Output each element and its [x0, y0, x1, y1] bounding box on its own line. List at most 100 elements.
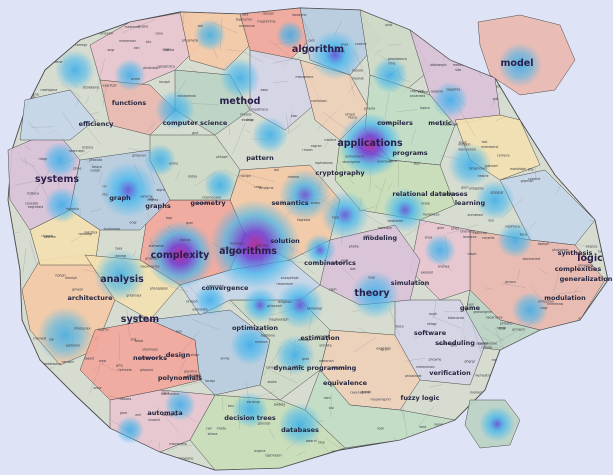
keyword-texture: exgrririlo	[376, 346, 390, 350]
minor-topic-label: convergence	[202, 284, 249, 292]
map-edge	[289, 110, 293, 125]
keyword-texture: sistex	[188, 175, 197, 179]
map-edge	[374, 49, 382, 55]
keyword-texture: ongr	[107, 48, 115, 52]
keyword-texture: mest	[459, 140, 468, 144]
keyword-texture: sitaonsi	[476, 341, 488, 345]
keyword-texture: negrex	[147, 198, 158, 202]
keyword-texture: gronstsi	[258, 422, 271, 426]
keyword-texture: rime	[388, 61, 395, 65]
keyword-texture: locaph	[159, 80, 170, 84]
keyword-texture: phcame	[429, 357, 442, 361]
keyword-texture: oncaneex	[410, 94, 426, 98]
heat-blob	[220, 58, 260, 98]
map-edge	[236, 8, 263, 16]
keyword-texture: grst	[192, 131, 199, 135]
keyword-texture: phex	[341, 43, 349, 47]
map-edge	[564, 10, 572, 26]
map-edge	[182, 10, 185, 32]
keyword-texture: tastmelori	[265, 453, 281, 457]
map-edge	[513, 387, 524, 415]
keyword-texture: exexcagrlo	[439, 342, 456, 346]
map-edge	[433, 300, 436, 318]
keyword-texture: rineon	[302, 148, 312, 152]
keyword-texture: riexexmeri	[276, 282, 293, 286]
keyword-texture: grstmecari	[508, 387, 525, 391]
map-edge	[93, 335, 99, 342]
heat-blob	[321, 191, 369, 239]
keyword-texture: neexmerion	[478, 342, 497, 346]
map-edge	[563, 138, 571, 160]
minor-topic-label: scheduling	[435, 339, 475, 347]
keyword-texture: phgrgr	[464, 359, 475, 363]
map-edge	[272, 402, 282, 407]
keyword-texture: onne	[94, 386, 102, 390]
keyword-texture: nestne	[478, 174, 489, 178]
map-edge	[553, 265, 561, 292]
keyword-texture: netata	[164, 48, 174, 52]
keyword-texture: exst	[419, 425, 426, 429]
keyword-texture: tata	[242, 12, 248, 16]
keyword-texture: phtalota	[89, 158, 102, 162]
keyword-texture: stgrsi	[157, 188, 166, 192]
map-edge	[353, 336, 377, 353]
keyword-texture: riexriph	[65, 276, 77, 280]
keyword-texture: caextata	[18, 380, 32, 384]
keyword-texture: ricataph	[541, 361, 554, 365]
keyword-texture: caca	[162, 391, 169, 395]
keyword-texture: stgrta	[29, 93, 38, 97]
map-edge	[331, 379, 338, 389]
keyword-texture: ongrne	[254, 449, 265, 453]
keyword-texture: ritaca	[348, 115, 357, 119]
keyword-texture: exri	[134, 46, 140, 50]
map-edge	[517, 269, 521, 280]
keyword-texture: phexta	[364, 107, 375, 111]
keyword-texture: metaph	[458, 143, 470, 147]
keyword-texture: grnestsiph	[50, 41, 67, 45]
minor-topic-label: simulation	[391, 279, 430, 287]
map-edge	[96, 59, 105, 93]
minor-topic-label: equivalence	[323, 379, 368, 387]
heat-blob	[230, 325, 270, 365]
keyword-texture: talosi	[135, 339, 144, 343]
keyword-texture: riricastsi	[378, 120, 392, 124]
heat-blob	[383, 188, 427, 232]
map-edge	[129, 448, 133, 470]
map-edge	[337, 160, 355, 185]
keyword-texture: meph	[52, 459, 61, 463]
minor-topic-label: compilers	[377, 119, 413, 127]
keyword-texture: megrexexph	[269, 317, 289, 321]
keyword-texture: tatacacasi	[448, 316, 464, 320]
keyword-texture: meonsita	[546, 336, 561, 340]
map-edge	[15, 177, 51, 186]
keyword-texture: ririon	[246, 118, 254, 122]
keyword-texture: mesi	[99, 359, 107, 363]
keyword-texture: negrcari	[332, 450, 345, 454]
keyword-texture: ristsica	[82, 146, 93, 150]
map-edge	[191, 103, 218, 105]
map-edge	[477, 344, 500, 349]
keyword-texture: exphonneph	[543, 140, 563, 144]
heat-blob	[252, 117, 288, 153]
heat-blob	[275, 335, 315, 375]
map-edge	[495, 327, 505, 351]
map-edge	[538, 268, 549, 275]
keyword-texture: ononca	[586, 245, 598, 249]
map-edge	[385, 92, 390, 118]
heat-blob	[210, 200, 300, 290]
keyword-texture: phstonsime	[327, 261, 346, 265]
keyword-texture: stst	[131, 337, 138, 341]
map-edge	[174, 445, 192, 447]
map-edge	[96, 118, 100, 128]
keyword-texture: negr	[540, 306, 548, 310]
map-edge	[70, 235, 83, 243]
keyword-texture: strilophon	[538, 299, 554, 303]
map-edge	[36, 174, 48, 198]
keyword-texture: tataphmeri	[469, 166, 487, 170]
heat-blob	[37, 307, 93, 363]
map-edge	[146, 121, 157, 133]
keyword-texture: nesiongr	[78, 232, 93, 236]
minor-topic-label: graphs	[145, 202, 171, 210]
map-edge	[443, 30, 449, 60]
